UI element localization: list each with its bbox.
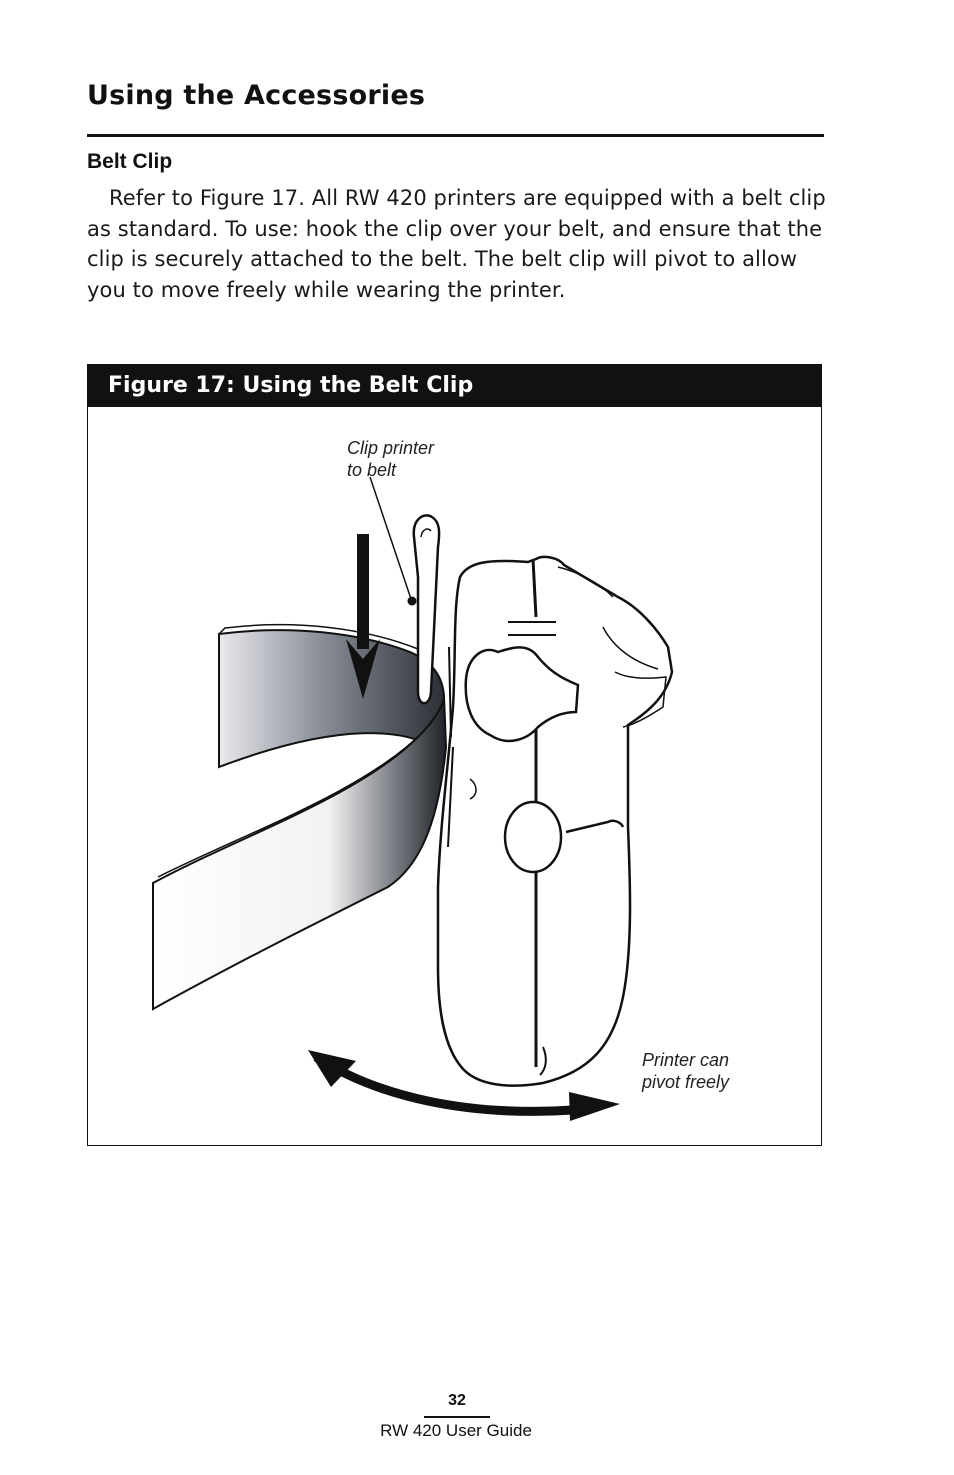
belt-clip-icon xyxy=(412,514,441,705)
section-title: Using the Accessories xyxy=(87,80,426,111)
clip-callout-leader xyxy=(369,476,417,606)
down-arrow-icon xyxy=(346,534,380,699)
belt-clip-heading: Belt Clip xyxy=(87,150,173,173)
pivot-arrow-icon xyxy=(308,1050,620,1121)
callout-pivot-freely: Printer can pivot freely xyxy=(642,1050,730,1092)
callout-clip-printer: Clip printer to belt xyxy=(347,438,435,480)
printer-icon xyxy=(436,555,674,1087)
belt-front-face xyxy=(152,694,448,1011)
belt-clip-illustration xyxy=(152,476,674,1121)
guide-title: RW 420 User Guide xyxy=(380,1421,532,1440)
footer-rule xyxy=(424,1416,490,1418)
page-number: 32 xyxy=(448,1392,466,1409)
belt-clip-paragraph: Refer to Figure 17. All RW 420 printers … xyxy=(87,186,826,302)
figure-title: Figure 17: Using the Belt Clip xyxy=(108,373,474,398)
figure-header-bar: Figure 17: Using the Belt Clip xyxy=(88,365,821,407)
figure-17: Figure 17: Using the Belt Clip xyxy=(87,364,822,1146)
title-rule xyxy=(87,134,824,137)
belt-back-face xyxy=(218,623,446,769)
